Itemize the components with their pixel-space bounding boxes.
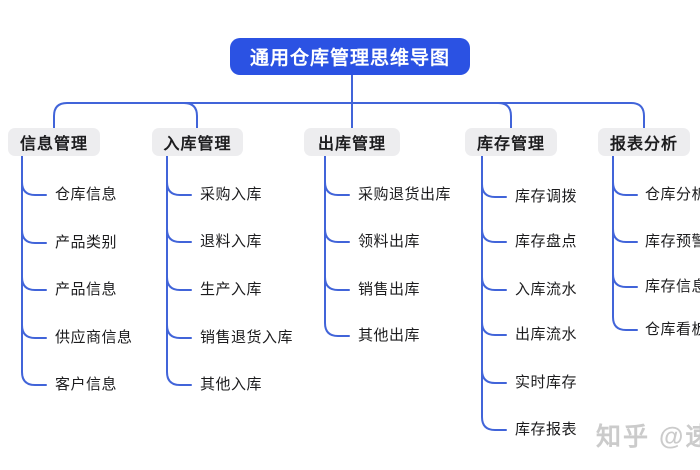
branch-node-outbound-mgmt: 出库管理 [304, 128, 400, 156]
leaf-node: 仓库信息 [55, 186, 118, 203]
leaf-node: 库存盘点 [515, 233, 578, 250]
zhihu-watermark: 知乎 @速 [596, 423, 700, 451]
leaf-node: 销售出库 [358, 281, 421, 298]
leaf-node: 库存报表 [515, 421, 578, 438]
leaf-node: 退料入库 [200, 233, 263, 250]
leaf-node: 仓库分析 [645, 186, 700, 203]
leaf-node: 其他入库 [200, 376, 263, 393]
branch-node-info-mgmt: 信息管理 [8, 128, 100, 156]
root-node: 通用仓库管理思维导图 [230, 38, 470, 75]
leaf-node: 产品类别 [55, 234, 118, 251]
leaf-node: 供应商信息 [55, 329, 133, 346]
leaf-node: 库存信息 [645, 278, 700, 295]
branch-node-inventory-mgmt: 库存管理 [465, 128, 557, 156]
leaf-node: 产品信息 [55, 281, 118, 298]
leaf-node: 销售退货入库 [200, 329, 294, 346]
leaf-node: 实时库存 [515, 374, 578, 391]
branch-node-inbound-mgmt: 入库管理 [152, 128, 243, 156]
leaf-node: 库存调拨 [515, 188, 578, 205]
leaf-node: 生产入库 [200, 281, 263, 298]
leaf-node: 仓库看板 [645, 321, 700, 338]
leaf-node: 库存预警 [645, 233, 700, 250]
leaf-node: 出库流水 [515, 326, 578, 343]
leaf-node: 入库流水 [515, 281, 578, 298]
leaf-node: 采购入库 [200, 186, 263, 203]
branch-node-report-analysis: 报表分析 [598, 128, 690, 156]
leaf-node: 领料出库 [358, 233, 421, 250]
leaf-node: 采购退货出库 [358, 186, 452, 203]
leaf-node: 客户信息 [55, 376, 118, 393]
leaf-node: 其他出库 [358, 327, 421, 344]
